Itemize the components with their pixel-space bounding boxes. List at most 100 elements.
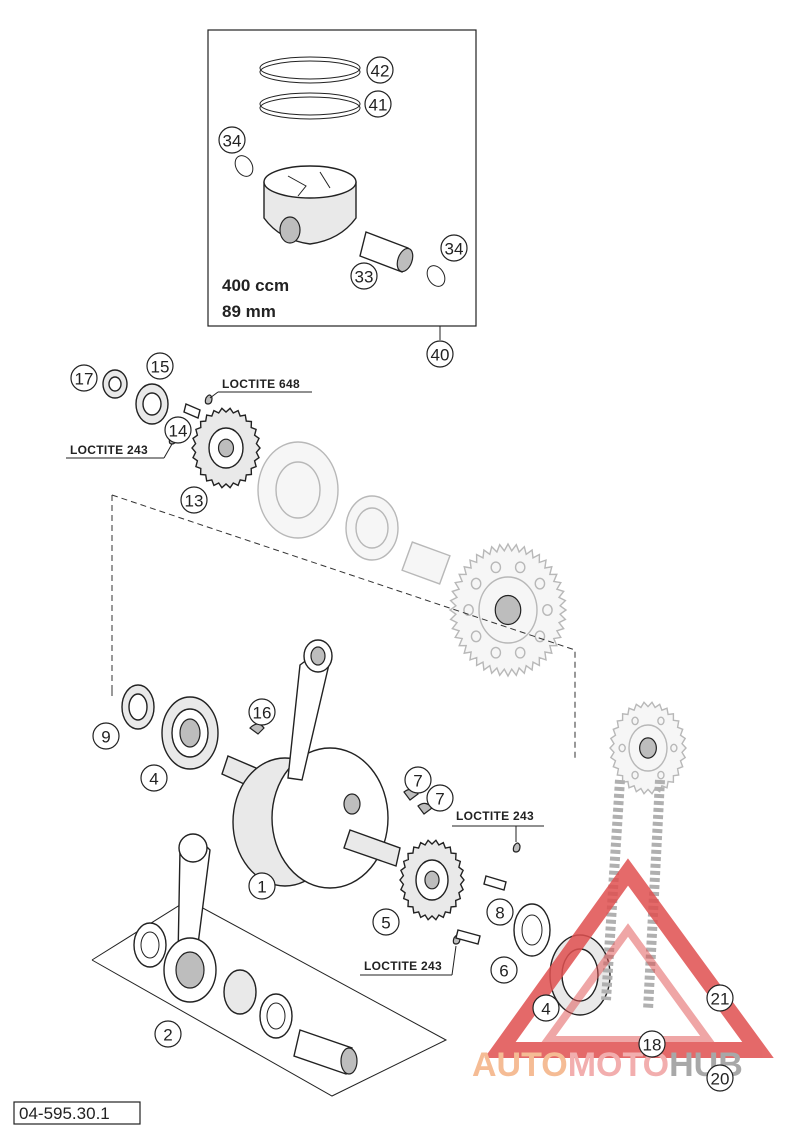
crank-pin <box>293 1029 353 1075</box>
loctite-243-label-a: LOCTITE 243 <box>70 443 148 457</box>
callout-circle <box>486 898 514 926</box>
gear-bore <box>494 594 522 626</box>
callout-number: 2 <box>163 1026 172 1045</box>
crank-right-shaft <box>343 829 401 867</box>
callout-circle <box>532 994 560 1022</box>
thrust-washer-right <box>259 993 293 1039</box>
callout-number: 15 <box>151 358 170 377</box>
gear-bore <box>217 438 235 458</box>
gear-lightening-hole <box>514 561 526 574</box>
callout-number: 41 <box>369 96 388 115</box>
callout-number: 4 <box>149 770 158 789</box>
primary-gear-5 <box>399 839 465 921</box>
bearing-15-bore <box>142 392 162 416</box>
balancer-gear-13 <box>191 407 261 489</box>
callout-21: 21 <box>706 984 734 1012</box>
needle-bearing-ghost <box>401 541 451 585</box>
callout-4: 4 <box>140 764 168 792</box>
crank-pin-end <box>340 1047 358 1075</box>
callout-number: 4 <box>541 1000 550 1019</box>
watermark-triangle <box>484 858 774 1058</box>
gear-lightening-hole <box>470 630 482 643</box>
callout-number: 9 <box>101 728 110 747</box>
piston-valve-pockets <box>287 171 331 197</box>
callout-circle <box>180 486 208 514</box>
callout-number: 34 <box>445 240 464 259</box>
callout-13: 13 <box>180 486 208 514</box>
gear-bore <box>639 737 657 759</box>
callout-33: 33 <box>350 262 378 290</box>
callout-number: 21 <box>711 990 730 1009</box>
piston-displacement: 400 ccm <box>222 276 289 295</box>
callout-number: 33 <box>355 268 374 287</box>
callout-circle <box>404 766 432 794</box>
callout-circle <box>372 908 400 936</box>
callout-circle <box>426 784 454 812</box>
screw-8-second <box>455 929 481 945</box>
loctite-243-c-leader <box>451 945 457 976</box>
piston-ring-top <box>259 56 361 80</box>
callout-number: 7 <box>435 790 444 809</box>
gear-lightening-hole <box>490 646 502 659</box>
gear-bore <box>424 870 440 890</box>
callout-number: 13 <box>185 492 204 511</box>
callout-34: 34 <box>440 234 468 262</box>
callout-circle <box>164 416 192 444</box>
callout-circle <box>490 956 518 984</box>
screw-14 <box>183 403 201 419</box>
callout-circle <box>426 340 454 368</box>
callout-4: 4 <box>532 994 560 1022</box>
callout-41: 41 <box>364 90 392 118</box>
callout-number: 42 <box>371 62 390 81</box>
thrust-washer-left-bore <box>140 931 160 959</box>
callout-circle <box>154 1020 182 1048</box>
callout-20: 20 <box>706 1064 734 1092</box>
callout-number: 5 <box>381 914 390 933</box>
loctite-648-leader <box>209 391 219 399</box>
thrust-washer-right-bore <box>266 1002 286 1030</box>
gear-lightening-hole <box>631 770 639 780</box>
washer-6-bore <box>521 914 543 946</box>
main-bearing-4-left-bore <box>179 718 201 748</box>
callout-18: 18 <box>638 1030 666 1058</box>
gear-lightening-hole <box>463 604 474 616</box>
piston-pin-end <box>396 247 414 273</box>
assembly-dash-top <box>111 494 576 760</box>
washer-6 <box>513 903 551 957</box>
callout-circle <box>706 984 734 1012</box>
callout-6: 6 <box>490 956 518 984</box>
piston-bore: 89 mm <box>222 302 276 321</box>
piston-ring-lower-inner <box>259 96 361 120</box>
camshaft-sprocket-ghost <box>609 701 687 795</box>
watermark-text: AUTOMOTOHUB <box>472 1046 743 1084</box>
loctite-243-label-b: LOCTITE 243 <box>456 809 534 823</box>
callout-circle <box>92 722 120 750</box>
drawing-code-frame <box>13 1101 141 1125</box>
loctite-drop-243-b <box>512 842 521 853</box>
conrod-kit-small-end <box>178 833 208 863</box>
screw-8 <box>483 875 507 891</box>
callout-number: 34 <box>223 132 242 151</box>
automotohub-watermark: AUTOMOTOHUB <box>472 858 774 1084</box>
shaft-seal-9-bore <box>128 693 148 721</box>
crank-web-hole <box>343 793 361 815</box>
callout-number: 18 <box>643 1036 662 1055</box>
callout-circle <box>248 872 276 900</box>
gear-lightening-hole <box>490 561 502 574</box>
callout-16: 16 <box>248 698 276 726</box>
gear-lightening-hole <box>657 770 665 780</box>
piston-ring-lower <box>259 92 361 116</box>
callout-40: 40 <box>426 340 454 368</box>
gear-lightening-hole <box>657 716 665 726</box>
piston-crown <box>263 165 357 199</box>
callout-circle <box>248 698 276 726</box>
callout-number: 7 <box>413 772 422 791</box>
gear-lightening-hole <box>470 577 482 590</box>
callout-34: 34 <box>218 126 246 154</box>
callout-circle <box>146 352 174 380</box>
starter-idler-ghost-inner <box>275 461 321 519</box>
loctite-243-label-c: LOCTITE 243 <box>364 959 442 973</box>
callout-number: 16 <box>253 704 272 723</box>
